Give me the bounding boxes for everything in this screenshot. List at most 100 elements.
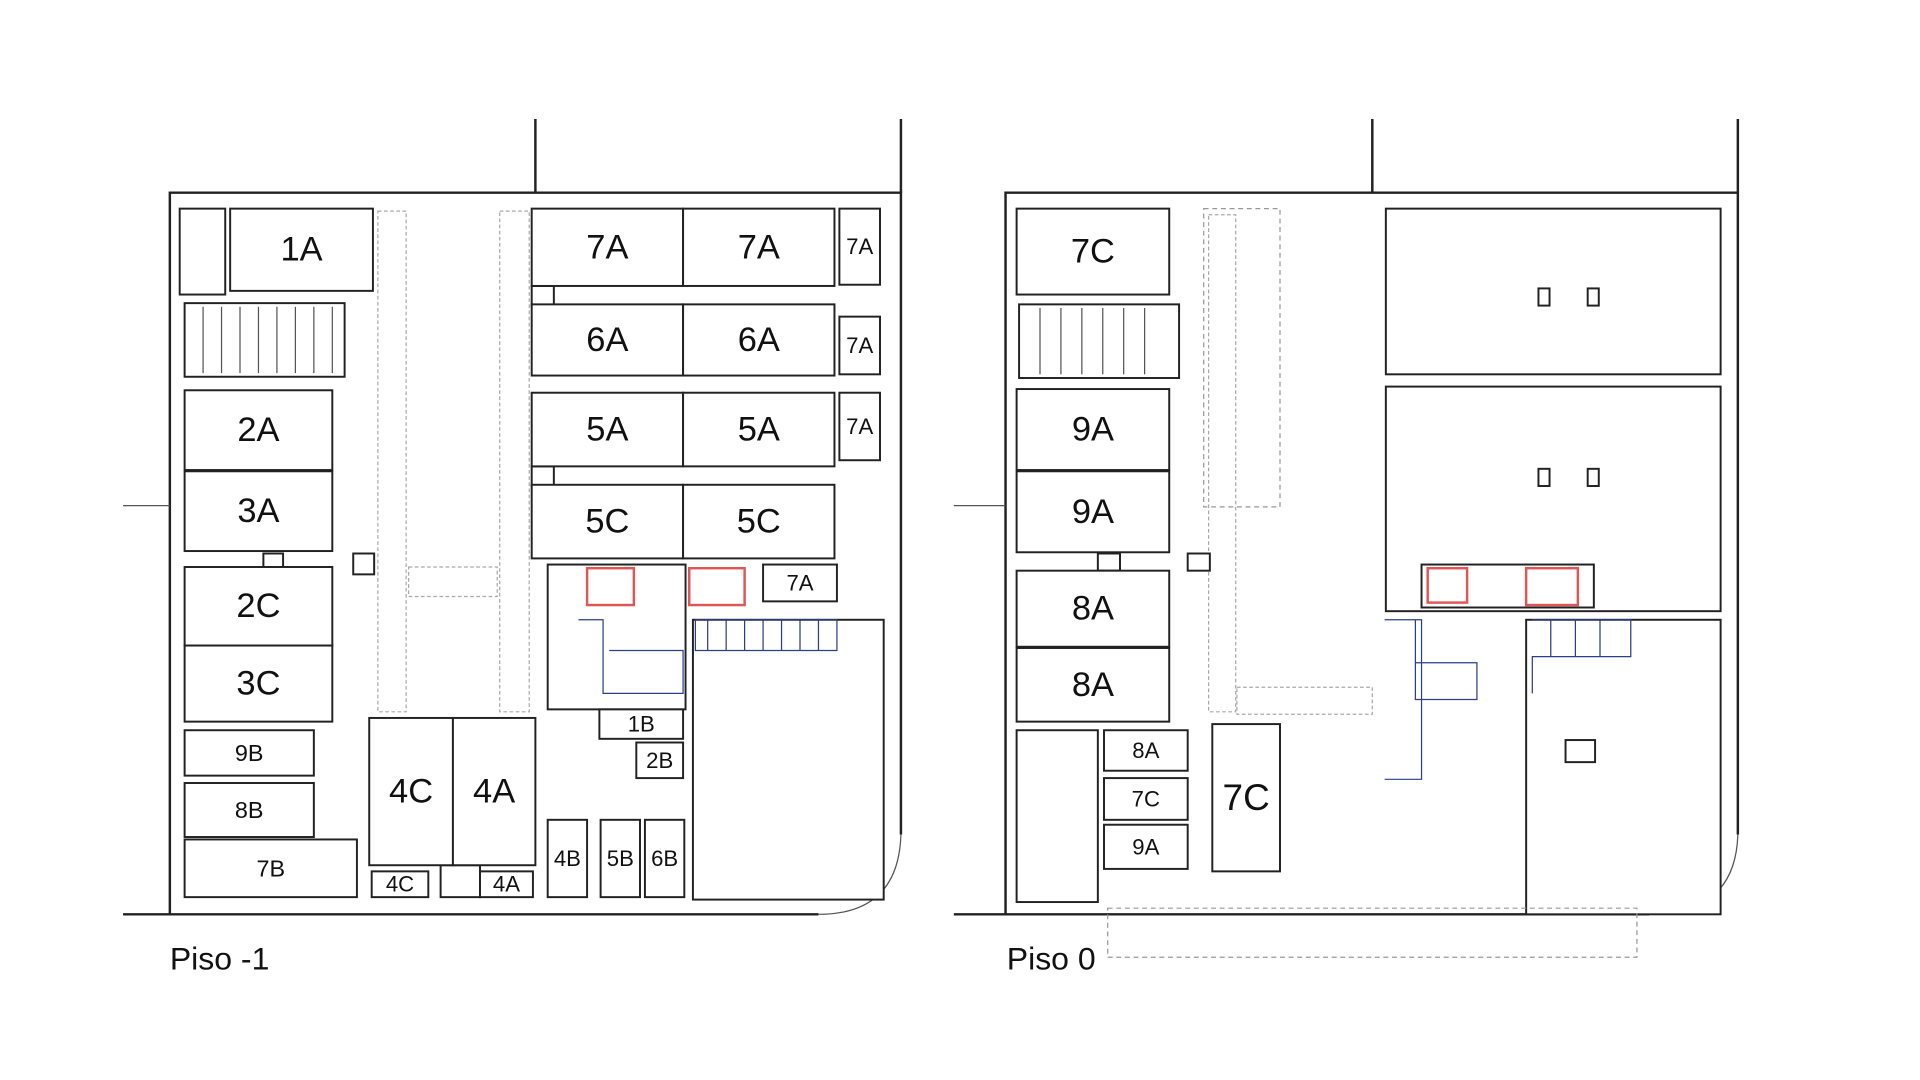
unit-label: 8A <box>1072 666 1114 704</box>
unit-5c[interactable]: 5C <box>530 483 685 560</box>
unit-7a[interactable]: 7A <box>838 315 881 376</box>
unit-outline <box>682 207 836 287</box>
unit-label: 4A <box>473 773 515 811</box>
unit-label: 6A <box>586 321 628 359</box>
unit-label: 9A <box>1132 834 1159 859</box>
unit-9a[interactable]: 9A <box>1015 388 1171 472</box>
unit-outline <box>183 566 334 647</box>
unit-label: 5C <box>585 503 629 541</box>
unit-label: 4A <box>493 872 520 897</box>
unit-label: 4C <box>386 872 414 897</box>
unit-8a[interactable]: 8A <box>1015 569 1171 648</box>
unit-label: 1A <box>280 231 322 269</box>
unit-label: 7A <box>846 333 873 358</box>
unit-outline <box>183 782 315 838</box>
unit-outline <box>599 818 641 899</box>
unit-outline <box>530 391 685 468</box>
unit-4c[interactable]: 4C <box>370 870 430 899</box>
unit-label: 9A <box>1072 493 1114 531</box>
unit-label: 4B <box>554 846 581 871</box>
unit-label: 2C <box>236 587 280 625</box>
unit-outline <box>838 391 881 462</box>
unit-label: 8B <box>235 797 264 823</box>
unit-4a[interactable]: 4A <box>451 716 537 867</box>
unit-7a[interactable]: 7A <box>762 563 838 603</box>
unit-3a-highlighted[interactable]: 3A <box>183 470 334 553</box>
unit-label: 5A <box>738 411 780 449</box>
unit-6a[interactable]: 6A <box>530 303 685 377</box>
unit-label: 4C <box>389 773 433 811</box>
unit-outline <box>838 207 881 286</box>
unit-label: 7B <box>256 855 285 881</box>
unit-8a[interactable]: 8A <box>1103 729 1189 772</box>
unit-label: 7A <box>786 570 813 595</box>
unit-outline <box>451 716 537 867</box>
unit-outline <box>183 389 334 472</box>
unit-7c[interactable]: 7C <box>1015 207 1171 296</box>
unit-3c[interactable]: 3C <box>183 644 334 723</box>
unit-outline <box>1103 729 1189 772</box>
unit-8b[interactable]: 8B <box>183 782 315 838</box>
unit-7a[interactable]: 7A <box>530 207 685 287</box>
unit-6a[interactable]: 6A <box>682 303 836 377</box>
unit-outline <box>1015 388 1171 472</box>
unit-label: 7C <box>1132 786 1160 811</box>
floor-title-piso-minus-1: Piso -1 <box>170 941 270 977</box>
unit-7c[interactable]: 7C <box>1103 777 1189 821</box>
unit-7b[interactable]: 7B <box>183 838 358 899</box>
unit-4c[interactable]: 4C <box>368 716 454 867</box>
unit-outline <box>1015 470 1171 554</box>
floor-0-structure <box>953 119 1740 958</box>
unit-outline <box>546 818 589 899</box>
unit-label: 7A <box>846 234 873 259</box>
unit-label: 7C <box>1223 777 1270 818</box>
unit-5a[interactable]: 5A <box>682 391 836 468</box>
unit-outline <box>1211 723 1281 873</box>
unit-label: 8A <box>1132 738 1159 763</box>
unit-2b[interactable]: 2B <box>635 741 685 780</box>
unit-outline <box>1015 569 1171 648</box>
unit-outline <box>635 741 685 780</box>
unit-label: 9A <box>1072 411 1114 449</box>
unit-outline <box>762 563 838 603</box>
unit-5b[interactable]: 5B <box>599 818 641 899</box>
unit-label: 7C <box>1071 233 1115 271</box>
unit-8a[interactable]: 8A <box>1015 647 1171 723</box>
unit-outline <box>598 708 685 740</box>
unit-outline <box>643 818 686 899</box>
unit-label: 2B <box>646 748 673 773</box>
unit-9a[interactable]: 9A <box>1103 823 1189 870</box>
unit-1b[interactable]: 1B <box>598 708 685 740</box>
unit-5a[interactable]: 5A <box>530 391 685 468</box>
unit-7a[interactable]: 7A <box>838 391 881 462</box>
unit-1a[interactable]: 1A <box>229 207 374 292</box>
unit-6b[interactable]: 6B <box>643 818 686 899</box>
unit-7c[interactable]: 7C <box>1211 723 1281 873</box>
unit-outline <box>1103 823 1189 870</box>
unit-outline <box>183 644 334 723</box>
unit-outline <box>479 870 534 899</box>
unit-label: 5B <box>607 846 634 871</box>
unit-label: 7A <box>586 228 628 266</box>
unit-4b[interactable]: 4B <box>546 818 589 899</box>
unit-outline <box>838 315 881 376</box>
unit-label: 7A <box>846 414 873 439</box>
unit-label: 2A <box>237 411 279 449</box>
unit-9b[interactable]: 9B <box>183 729 315 777</box>
unit-2a[interactable]: 2A <box>183 389 334 472</box>
unit-outline <box>1103 777 1189 821</box>
unit-4a[interactable]: 4A <box>479 870 534 899</box>
unit-7a[interactable]: 7A <box>838 207 881 286</box>
unit-outline <box>530 303 685 377</box>
unit-outline <box>1015 207 1171 296</box>
unit-5c[interactable]: 5C <box>682 483 836 560</box>
unit-outline <box>183 729 315 777</box>
unit-9a[interactable]: 9A <box>1015 470 1171 554</box>
unit-label: 8A <box>1072 590 1114 628</box>
unit-7a[interactable]: 7A <box>682 207 836 287</box>
unit-label: 5C <box>737 503 781 541</box>
unit-outline <box>1015 647 1171 723</box>
unit-2c[interactable]: 2C <box>183 566 334 647</box>
